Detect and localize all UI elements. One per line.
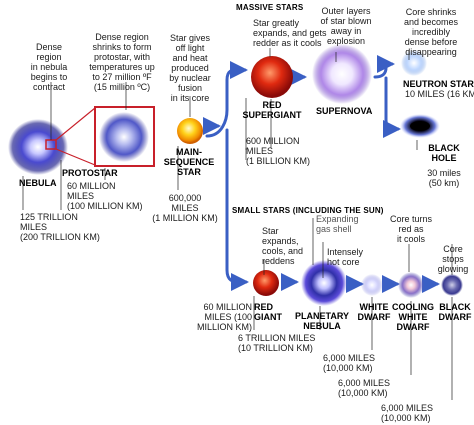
- small-stars-header: SMALL STARS (INCLUDING THE SUN): [232, 206, 384, 215]
- main-sequence-star-image: [177, 118, 203, 144]
- cooling-white-dwarf-image: [398, 272, 424, 298]
- red-giant-image: [253, 270, 279, 296]
- nebula-caption: Dense region in nebula begins to contrac…: [30, 42, 68, 92]
- main-sequence-size: 600,000 MILES (1 MILLION KM): [152, 193, 218, 223]
- black-hole-size: 30 miles (50 km): [427, 168, 461, 188]
- neutron-star-label: NEUTRON STAR: [403, 79, 474, 89]
- white-dwarf-size: 6,000 MILES (10,000 KM): [323, 353, 376, 373]
- red-supergiant-caption: Star greatly expands, and gets redder as…: [253, 18, 327, 48]
- flow-arrows: [203, 55, 440, 293]
- supernova-caption: Outer layers of star blown away in explo…: [320, 6, 372, 46]
- white-dwarf-image: [361, 274, 383, 296]
- cooling-white-dwarf-caption: Core turns red as it cools: [389, 214, 433, 244]
- main-sequence-caption: Star gives off light and heat produced b…: [169, 33, 211, 103]
- protostar-caption: Dense region shrinks to form protostar, …: [89, 32, 155, 92]
- black-hole-label: BLACK HOLE: [428, 143, 460, 163]
- red-supergiant-label: RED SUPERGIANT: [242, 100, 302, 120]
- red-supergiant-image: [251, 56, 293, 98]
- black-dwarf-label: BLACK DWARF: [438, 302, 472, 322]
- main-sequence-label: MAIN- SEQUENCE STAR: [163, 147, 215, 177]
- white-dwarf-label: WHITE DWARF: [357, 302, 391, 322]
- protostar-label: PROTOSTAR: [62, 168, 118, 178]
- cooling-white-dwarf-size: 6,000 MILES (10,000 KM): [338, 378, 391, 398]
- supernova-label: SUPERNOVA: [316, 106, 373, 116]
- arrow-main-to-supergiant: [205, 61, 248, 138]
- nebula-image: [8, 119, 68, 175]
- red-supergiant-size: 600 MILLION MILES (1 BILLION KM): [246, 136, 311, 166]
- pointer-lines: [22, 48, 453, 400]
- protostar-size: 60 MILLION MILES (100 MILLION KM): [67, 181, 143, 211]
- cooling-white-dwarf-label: COOLING WHITE DWARF: [392, 302, 434, 332]
- planetary-nebula-caption-core: Intensely hot core: [327, 247, 364, 267]
- black-hole-core: [410, 121, 430, 131]
- red-giant-caption: Star expands, cools, and reddens: [262, 226, 304, 266]
- black-dwarf-image: [441, 274, 463, 296]
- neutron-star-image: [401, 50, 427, 76]
- red-giant-label: RED GIANT: [254, 302, 282, 322]
- arrow-main-to-redgiant: [225, 128, 249, 291]
- neutron-star-caption: Core shrinks and becomes incredibly dens…: [403, 7, 459, 57]
- nebula-size: 125 TRILLION MILES (200 TRILLION KM): [20, 212, 100, 242]
- nebula-label: NEBULA: [19, 178, 57, 188]
- neutron-star-size: 10 MILES (16 KM): [405, 89, 474, 99]
- black-dwarf-size: 6,000 MILES (10,000 KM): [381, 403, 434, 423]
- zoom-lines: [55, 107, 96, 166]
- black-dwarf-caption: Core stops glowing: [437, 244, 469, 274]
- red-giant-size: 60 MILLION MILES (100 MILLION KM): [196, 302, 252, 332]
- planetary-nebula-size: 6 TRILLION MILES (10 TRILLION KM): [238, 333, 316, 353]
- arrow-supernova-to-neutron: [373, 55, 395, 79]
- planetary-nebula-label: PLANETARY NEBULA: [295, 311, 349, 331]
- planetary-nebula-image: [301, 260, 347, 306]
- protostar-image: [99, 112, 149, 162]
- arrow-supernova-to-blackhole: [382, 76, 401, 138]
- massive-stars-header: MASSIVE STARS: [236, 3, 304, 12]
- supernova-image: [312, 44, 372, 104]
- planetary-nebula-caption-shell: Expanding gas shell: [316, 214, 359, 234]
